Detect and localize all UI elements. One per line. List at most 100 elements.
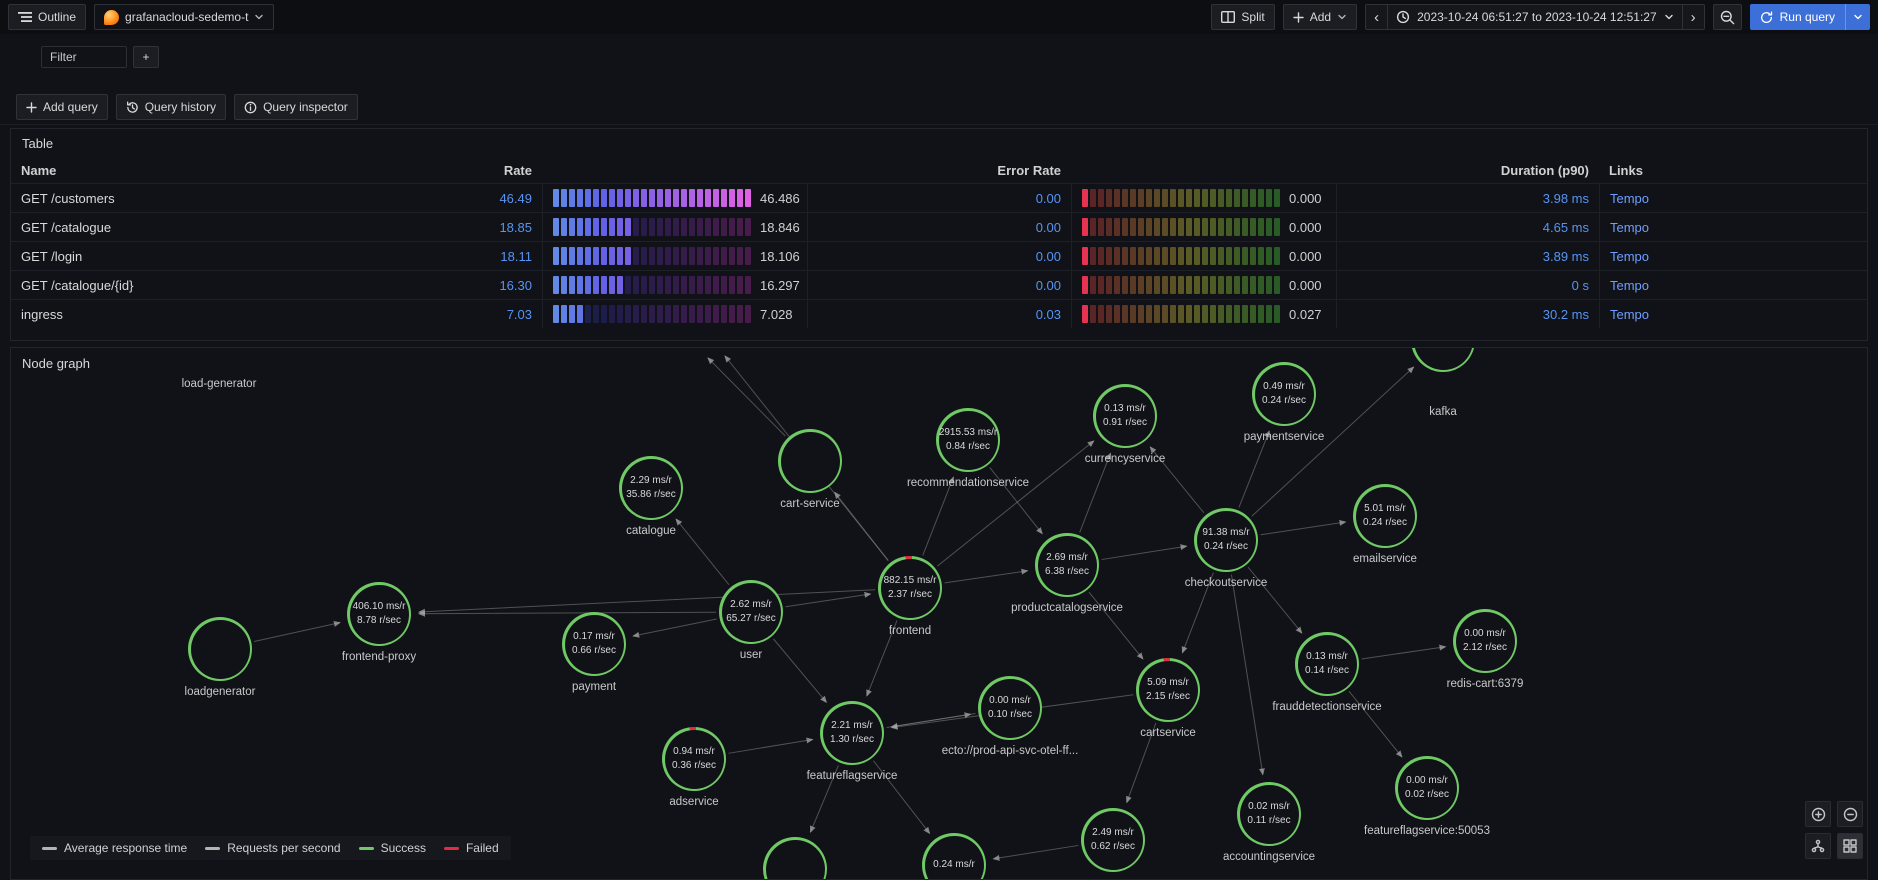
outline-label: Outline bbox=[38, 10, 77, 24]
chevron-down-icon bbox=[1337, 12, 1347, 22]
node-label: checkoutservice bbox=[1184, 577, 1268, 589]
cell-name: GET /login bbox=[11, 241, 278, 270]
cell-links: Tempo bbox=[1599, 299, 1867, 328]
edge-featureflagservice-nodeB bbox=[873, 760, 931, 835]
node-duration-per-request: 0.49 ms/r bbox=[1263, 381, 1305, 392]
plus-icon bbox=[26, 101, 37, 113]
zoom-out-time-button[interactable] bbox=[1712, 4, 1742, 30]
cell-rate: 7.03 bbox=[278, 299, 542, 328]
tempo-link[interactable]: Tempo bbox=[1610, 219, 1650, 235]
toolbar-left: Outline grafanacloud-sedemo-t bbox=[8, 4, 275, 30]
time-range-picker[interactable]: 2023-10-24 06:51:27 to 2023-10-24 12:51:… bbox=[1387, 5, 1682, 29]
node-duration-per-request: 5.01 ms/r bbox=[1364, 503, 1406, 514]
time-shift-forward-button[interactable]: › bbox=[1681, 5, 1704, 29]
lcd-gauge-rate bbox=[553, 189, 751, 207]
node-duration-per-request: 0.24 ms/r bbox=[933, 859, 975, 870]
cell-rate-histogram: 18.846 bbox=[542, 212, 807, 241]
table-header: Name Rate Error Rate Duration (p90) Link… bbox=[11, 157, 1867, 183]
node-label: accountingservice bbox=[1222, 851, 1316, 863]
column-header-error-rate[interactable]: Error Rate bbox=[997, 162, 1061, 178]
column-header-rate[interactable]: Rate bbox=[503, 162, 532, 178]
node-label: emailservice bbox=[1353, 553, 1417, 565]
add-button[interactable]: Add bbox=[1282, 4, 1358, 30]
datasource-picker[interactable]: grafanacloud-sedemo-t bbox=[94, 4, 275, 30]
cell-error-histogram: 0.027 bbox=[1071, 299, 1336, 328]
node-nodeB[interactable]: 0.24 ms/r bbox=[922, 833, 986, 879]
zoom-in-button[interactable] bbox=[1805, 801, 1831, 827]
legend-label: Requests per second bbox=[227, 841, 341, 855]
add-query-button[interactable]: Add query bbox=[16, 94, 108, 120]
lcd-gauge-error bbox=[1082, 189, 1280, 207]
column-header-name[interactable]: Name bbox=[21, 162, 57, 178]
edge-frontend-recommendationservice bbox=[922, 476, 955, 556]
datasource-name: grafanacloud-sedemo-t bbox=[125, 10, 249, 24]
tempo-link[interactable]: Tempo bbox=[1610, 190, 1650, 206]
edge-checkoutservice-frauddetectionservice bbox=[1247, 566, 1303, 634]
cell-links: Tempo bbox=[1599, 270, 1867, 299]
node-cart-service[interactable] bbox=[778, 429, 842, 493]
history-icon bbox=[126, 100, 139, 114]
node-duration-per-request: 406.10 ms/r bbox=[352, 601, 406, 612]
query-history-button[interactable]: Query history bbox=[115, 94, 227, 120]
legend-marker bbox=[205, 846, 221, 850]
lcd-gauge-error bbox=[1082, 247, 1280, 265]
tempo-link[interactable]: Tempo bbox=[1610, 306, 1650, 322]
node-duration-per-request: 0.13 ms/r bbox=[1306, 651, 1348, 662]
run-query-button[interactable]: Run query bbox=[1749, 4, 1870, 30]
legend-item: Average response time bbox=[42, 841, 187, 855]
node-label: frontend-proxy bbox=[341, 651, 417, 663]
run-query-dropdown[interactable] bbox=[1845, 4, 1870, 30]
query-inspector-button[interactable]: Query inspector bbox=[234, 94, 358, 120]
tempo-link[interactable]: Tempo bbox=[1610, 277, 1650, 293]
column-header-duration[interactable]: Duration (p90) bbox=[1500, 162, 1589, 178]
time-shift-back-button[interactable]: ‹ bbox=[1374, 8, 1380, 26]
layout-hierarchy-button[interactable] bbox=[1805, 833, 1831, 859]
node-requests-per-second: 2.12 r/sec bbox=[1463, 642, 1507, 653]
split-button[interactable]: Split bbox=[1211, 4, 1275, 30]
add-filter-button[interactable]: + bbox=[133, 46, 159, 68]
info-circle-icon bbox=[244, 101, 257, 114]
node-loadgenerator[interactable] bbox=[188, 617, 252, 681]
outline-button[interactable]: Outline bbox=[8, 4, 87, 30]
edge-cartservice-nodeA bbox=[1126, 722, 1157, 804]
node-label: frontend bbox=[888, 625, 932, 637]
run-query-main[interactable]: Run query bbox=[1750, 4, 1845, 30]
edge-user-frontend-proxy bbox=[417, 610, 717, 617]
error-histogram-value: 0.000 bbox=[1289, 190, 1322, 206]
cell-duration: 30.2 ms bbox=[1336, 299, 1599, 328]
filter-input[interactable]: Filter bbox=[41, 46, 127, 68]
zoom-out-graph-button[interactable] bbox=[1837, 801, 1863, 827]
grid-layout-button[interactable] bbox=[1837, 833, 1863, 859]
edge-frauddetectionservice-ffs50053 bbox=[1348, 690, 1403, 758]
node-requests-per-second: 0.24 r/sec bbox=[1204, 541, 1248, 552]
top-toolbar: Outline grafanacloud-sedemo-t Split bbox=[0, 0, 1878, 34]
tempo-link[interactable]: Tempo bbox=[1610, 248, 1650, 264]
column-header-links[interactable]: Links bbox=[1609, 162, 1643, 178]
